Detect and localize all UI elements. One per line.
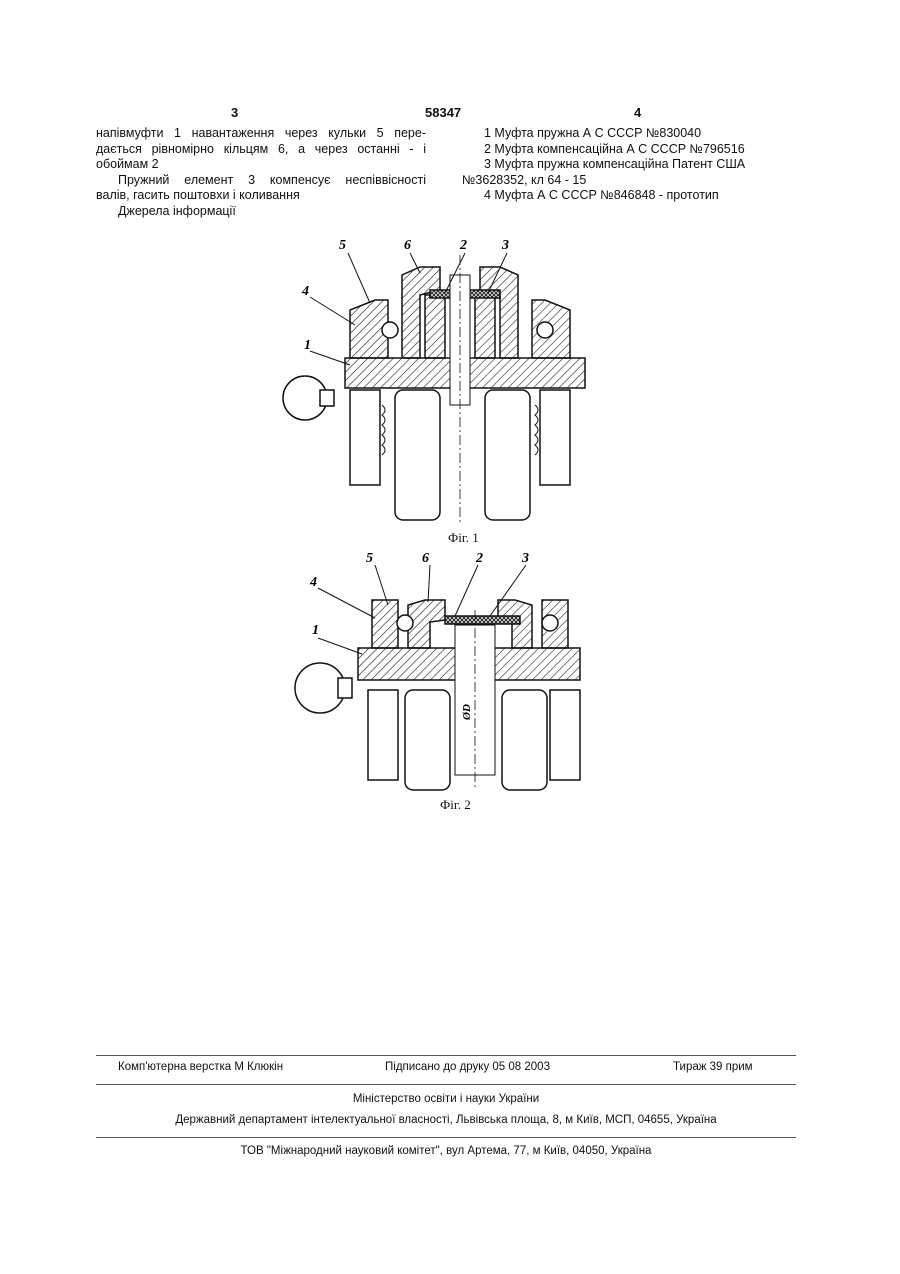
text-line: валів, гасить поштовхи і коливання bbox=[96, 188, 426, 204]
page-number-right: 4 bbox=[634, 105, 641, 120]
figure-2-drawing: ØD 5 6 2 3 4 1 bbox=[280, 550, 600, 800]
label-4: 4 bbox=[309, 575, 317, 590]
text-line: дається рівномірно кільцям 6, а через ос… bbox=[96, 142, 426, 158]
reference-item: №3628352, кл 64 - 15 bbox=[462, 173, 792, 189]
label-6: 6 bbox=[422, 551, 429, 566]
reference-item: 1 Муфта пружна А С СССР №830040 bbox=[462, 126, 792, 142]
figure-1-caption: Фіг. 1 bbox=[448, 530, 479, 546]
label-6: 6 bbox=[404, 238, 411, 253]
reference-item: 3 Муфта пружна компенсаційна Патент США bbox=[462, 157, 792, 173]
label-2: 2 bbox=[475, 551, 483, 566]
left-column: напівмуфти 1 навантаження через кульки 5… bbox=[96, 126, 426, 219]
label-4: 4 bbox=[301, 284, 309, 299]
label-1: 1 bbox=[312, 623, 319, 638]
figure-2-caption: Фіг. 2 bbox=[440, 797, 471, 813]
footer-divider bbox=[96, 1084, 796, 1085]
label-1: 1 bbox=[304, 338, 311, 353]
label-5: 5 bbox=[366, 551, 373, 566]
dimension-od: ØD bbox=[461, 704, 473, 721]
text-line: обоймам 2 bbox=[96, 157, 426, 173]
sources-heading: Джерела інформації bbox=[96, 204, 426, 220]
right-column: 1 Муфта пружна А С СССР №830040 2 Муфта … bbox=[462, 126, 792, 204]
footer-divider bbox=[96, 1055, 796, 1056]
footer-layout: Комп'ютерна верстка М Клюкін bbox=[118, 1061, 283, 1073]
page-number-left: 3 bbox=[231, 105, 238, 120]
footer-publisher: ТОВ "Міжнародний науковий комітет", вул … bbox=[96, 1145, 796, 1157]
label-3: 3 bbox=[501, 238, 509, 253]
reference-item: 4 Муфта А С СССР №846848 - прототип bbox=[462, 188, 792, 204]
text-line: Пружний елемент 3 компенсує неспіввіснос… bbox=[96, 173, 426, 189]
footer-ministry: Міністерство освіти і науки України bbox=[96, 1093, 796, 1105]
reference-item: 2 Муфта компенсаційна А С СССР №796516 bbox=[462, 142, 792, 158]
patent-number: 58347 bbox=[425, 105, 461, 120]
figure-1-drawing: 5 6 2 3 4 1 bbox=[270, 235, 600, 530]
text-line: напівмуфти 1 навантаження через кульки 5… bbox=[96, 126, 426, 142]
footer-circulation: Тираж 39 прим bbox=[673, 1061, 753, 1073]
label-3: 3 bbox=[521, 551, 529, 566]
label-2: 2 bbox=[459, 238, 467, 253]
footer-signed: Підписано до друку 05 08 2003 bbox=[385, 1061, 550, 1073]
footer-department: Державний департамент інтелектуальної вл… bbox=[96, 1114, 796, 1126]
footer-divider bbox=[96, 1137, 796, 1138]
label-5: 5 bbox=[339, 238, 346, 253]
